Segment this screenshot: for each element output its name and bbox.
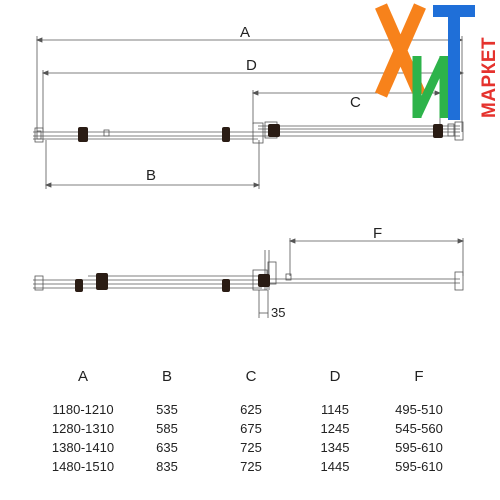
dimension-b (44, 140, 261, 189)
logo-side-text: МАРКЕТ (479, 37, 500, 118)
label-f: F (373, 225, 382, 242)
table-cell: 595-610 (395, 440, 443, 455)
table-cell: 625 (240, 402, 262, 417)
table-cell: 595-610 (395, 459, 443, 474)
table-cell: 725 (240, 440, 262, 455)
roller-icon (78, 127, 88, 142)
table-header: B (162, 368, 172, 385)
table-row: 1280-1310 585 675 1245 545-560 (52, 421, 443, 436)
table-header: C (246, 368, 257, 385)
table-cell: 1280-1310 (52, 421, 114, 436)
table-cell: 1380-1410 (52, 440, 114, 455)
table-cell: 635 (156, 440, 178, 455)
label-d: D (246, 57, 257, 74)
label-35: 35 (271, 305, 285, 320)
right-wall-profile (454, 121, 464, 141)
label-a: A (240, 24, 250, 41)
table-cell: 545-560 (395, 421, 443, 436)
bottom-view (33, 238, 465, 318)
table-row: 1180-1210 535 625 1145 495-510 (52, 402, 442, 417)
table-cell: 1145 (321, 402, 349, 417)
table-cell: 675 (240, 421, 262, 436)
table-row: 1380-1410 635 725 1345 595-610 (52, 440, 443, 455)
left-wall-profile (34, 275, 44, 291)
table-header: F (414, 368, 423, 385)
brand-logo: МАРКЕТ (375, 3, 500, 120)
right-wall-profile (454, 271, 464, 291)
top-rollers (78, 124, 443, 142)
label-b: B (146, 167, 156, 184)
table-cell: 1480-1510 (52, 459, 114, 474)
logo-letter-t-icon (433, 5, 475, 120)
table-header: D (330, 368, 341, 385)
dimension-35 (258, 290, 269, 318)
roller-icon (433, 124, 443, 138)
table-cell: 1180-1210 (52, 402, 113, 417)
bottom-rails (33, 275, 460, 289)
table-cell: 585 (156, 421, 178, 436)
table-cell: 725 (240, 459, 262, 474)
logo-letter-i-icon (412, 56, 449, 118)
handle-icon (96, 273, 108, 290)
table-cell: 495-510 (395, 402, 443, 417)
roller-icon (75, 279, 83, 292)
table-cell: 535 (156, 402, 178, 417)
table-row: 1480-1510 835 725 1445 595-610 (52, 459, 443, 474)
roller-icon (258, 274, 270, 287)
dimension-f (288, 238, 465, 276)
table-cell: 1345 (321, 440, 350, 455)
top-rails (33, 125, 460, 140)
table-cell: 1445 (321, 459, 350, 474)
table-header: A (78, 368, 88, 385)
dimension-table: A B C D F 1180-1210 535 625 1145 495-510… (52, 368, 443, 474)
dimension-c (251, 90, 442, 124)
roller-icon (222, 127, 230, 142)
table-cell: 835 (156, 459, 178, 474)
left-wall-profile (34, 127, 44, 143)
bottom-rollers (75, 273, 270, 292)
middle-connector (252, 122, 264, 144)
roller-icon (222, 279, 230, 292)
table-cell: 1245 (321, 421, 350, 436)
handle-icon (268, 124, 280, 137)
label-c: C (350, 94, 361, 111)
